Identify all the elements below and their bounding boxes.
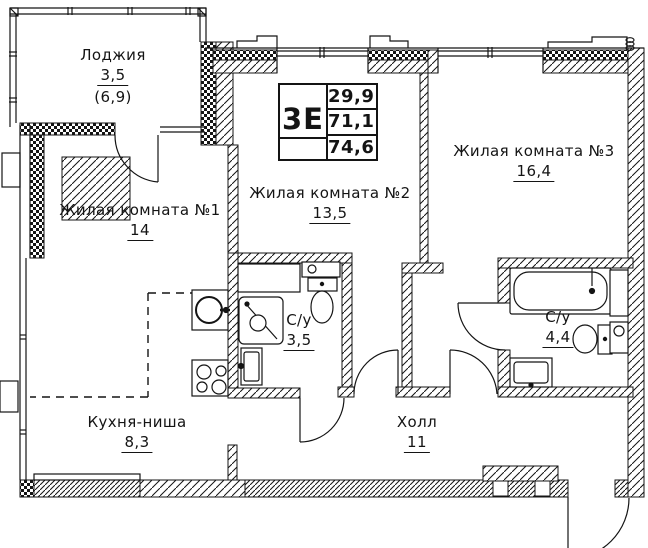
shower-tray [238,296,284,345]
room-area: 14 [127,221,153,241]
room-label-kitchen: Кухня-ниша 8,3 [87,413,186,453]
room-area: 13,5 [309,204,351,224]
title-block: 3Е 29,9 71,1 74,6 [278,83,378,161]
room3-door [449,349,498,395]
unit-type-label: 3Е [280,105,326,139]
room-label-room2: Жилая комната №2 13,5 [249,184,410,224]
room-label-bath1: С/у 3,5 [283,311,315,351]
entry-door [567,497,630,548]
bath1-appliance [237,347,263,386]
water-heater [609,321,629,354]
unit-type-cell: 3Е [280,85,328,159]
areas-table: 29,9 71,1 74,6 [328,85,378,159]
area-row: 71,1 [328,108,378,133]
room-label-loggia: Лоджия 3,5 (6,9) [80,46,146,106]
room-name: Холл [396,413,438,431]
bath2-door [457,302,506,351]
room-area: 8,3 [121,433,153,453]
room-area: 3,5 [283,331,315,351]
room-label-hall: Холл 11 [397,413,437,453]
room-area: 4,4 [542,328,574,348]
room-name: Жилая комната №3 [453,142,615,160]
walls [19,41,645,498]
bath1-toilet [307,277,338,324]
room-label-room3: Жилая комната №3 16,4 [453,142,614,182]
washing-machine [509,357,553,388]
doors [114,134,630,548]
room-name: Жилая комната №2 [249,184,411,202]
room-name: С/у [286,311,312,329]
room-name: Лоджия [80,46,146,64]
bath2-cabinet [609,269,629,317]
bath1-washbasin [301,261,341,278]
bath2-toilet [572,324,613,355]
room-label-bath2: С/у 4,4 [542,308,574,348]
area-row: 74,6 [328,133,378,159]
bath1-cabinet [237,263,301,293]
area-row: 29,9 [328,86,375,108]
room-area: 16,4 [513,162,555,182]
room-area: 3,5 [97,66,129,86]
room-area: 11 [404,433,430,453]
room-area-alt: (6,9) [94,88,132,106]
kitchen-sink [191,289,230,331]
bath1-door [299,397,345,443]
bathtub [509,267,612,315]
room2-door [353,349,399,395]
kitchen-niche-boundary [30,292,192,398]
room-name: Жилая комната №1 [59,201,221,219]
stove [191,359,229,397]
room-label-room1: Жилая комната №1 14 [59,201,220,241]
room-name: С/у [545,308,571,326]
loggia-door [114,134,159,183]
room-name: Кухня-ниша [87,413,187,431]
windows-and-outlines [0,7,644,481]
